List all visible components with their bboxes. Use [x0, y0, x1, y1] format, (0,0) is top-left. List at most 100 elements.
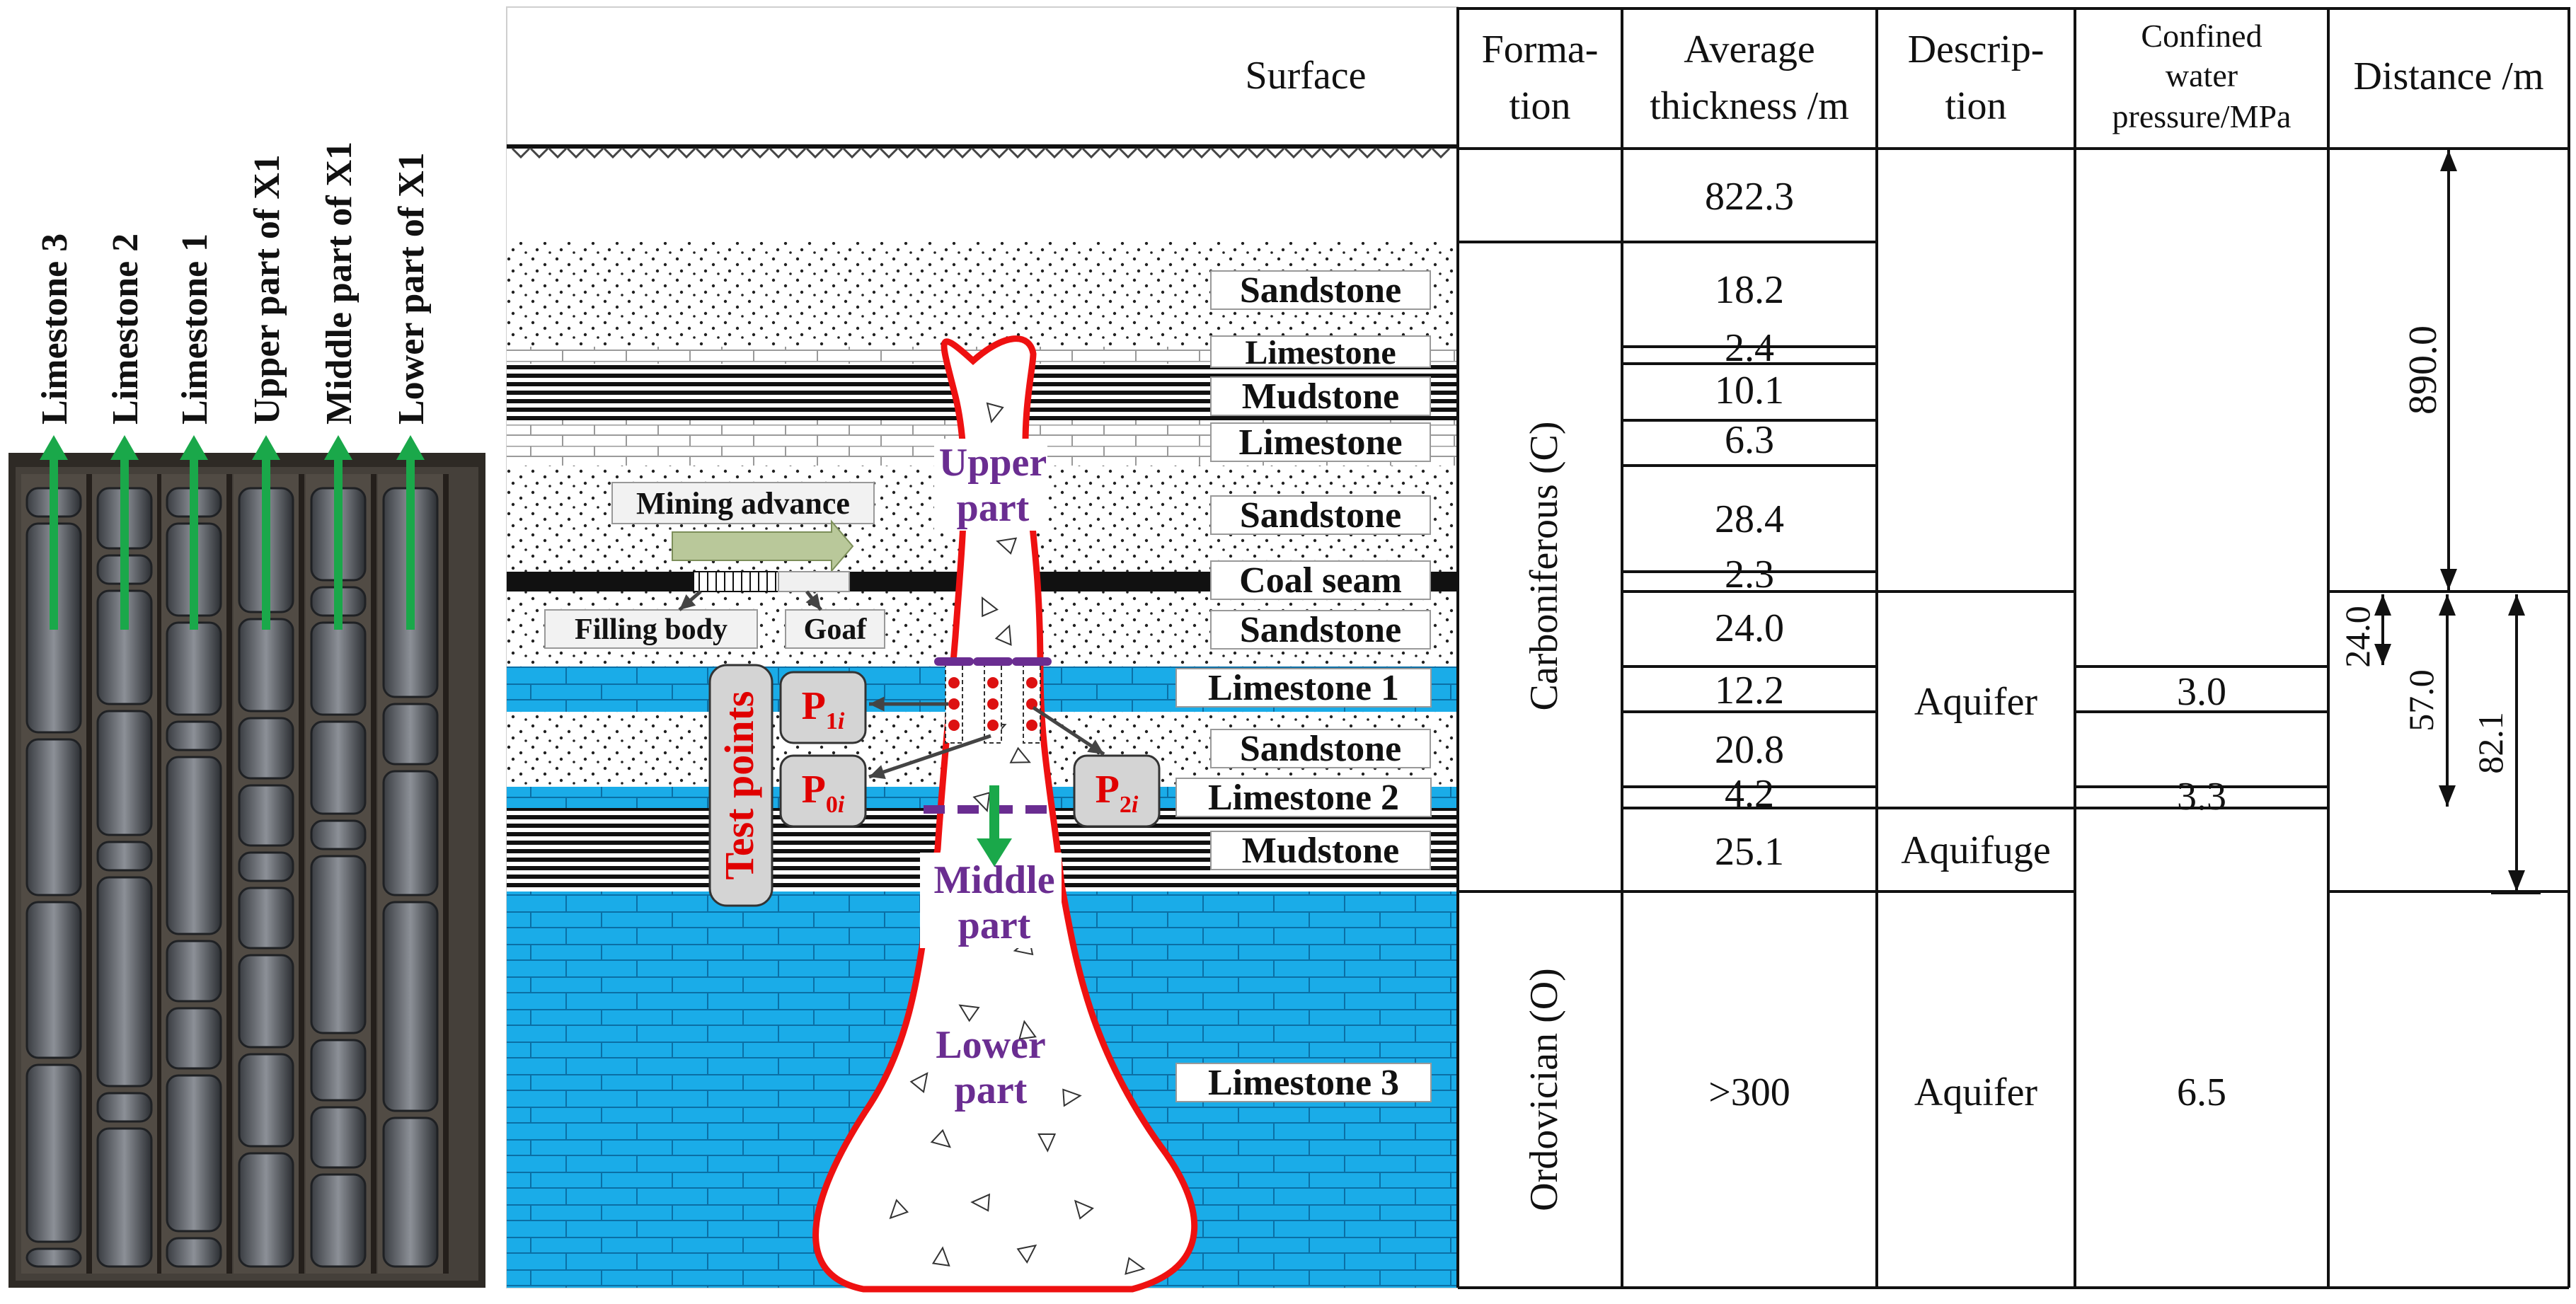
arrow-goaf-head — [805, 593, 821, 610]
filling-body — [693, 571, 779, 592]
stratum-label: Coal seam — [1239, 560, 1402, 601]
core-piece — [25, 1247, 82, 1268]
core-piece — [25, 1063, 82, 1243]
lower-part-label: part — [955, 1068, 1028, 1112]
stratum-label: Mudstone — [1242, 376, 1399, 417]
point-box — [779, 754, 867, 828]
stratum-label: Sandstone — [1240, 610, 1401, 650]
rubble-fragment — [889, 1199, 909, 1220]
arrow-to-p2-head — [1087, 739, 1104, 754]
stratum-label: Sandstone — [1240, 495, 1401, 536]
distance-890-head-top — [2440, 150, 2457, 171]
distance-82-head-bottom — [2508, 870, 2525, 892]
pressure-value: 3.0 — [2177, 670, 2226, 714]
core-piece — [310, 621, 367, 716]
thickness-value: 2.4 — [1725, 326, 1774, 370]
rubble-fragment — [958, 1004, 980, 1022]
stratum-label-box — [1210, 495, 1431, 535]
geological-section: Surface SandstoneLimestoneMudstoneLimest… — [506, 6, 1459, 1293]
stratum-label-box — [1210, 560, 1431, 600]
distance-value: 890.0 — [2401, 325, 2445, 415]
rubble-fragment — [994, 624, 1012, 646]
core-piece — [382, 770, 439, 896]
surface-hatch — [511, 147, 1451, 159]
upper-part-label: Upper — [939, 441, 1047, 485]
lower-part-label: Lower — [936, 1023, 1046, 1067]
stratum-label-box — [1210, 610, 1431, 650]
stratum-label-box — [1210, 270, 1431, 310]
core-piece — [238, 717, 294, 780]
core-piece — [238, 784, 294, 847]
core-label: Lower part of X1 — [391, 152, 432, 425]
thickness-value: 18.2 — [1715, 268, 1784, 312]
rubble-fragment — [1016, 1244, 1037, 1264]
core-piece — [310, 1106, 367, 1169]
stratum-label: Limestone — [1238, 422, 1402, 463]
pressure-value: 3.3 — [2177, 775, 2226, 819]
core-piece — [96, 876, 153, 1087]
test-points-box — [708, 664, 774, 907]
middle-part-label: part — [958, 904, 1031, 947]
core-piece — [238, 1152, 294, 1268]
rubble-fragment — [1062, 1088, 1082, 1107]
description-value: Aquifuge — [1901, 829, 2051, 872]
rubble-fragment — [986, 402, 1004, 424]
core-arrow-head — [252, 435, 280, 460]
stratum-label-box — [1210, 831, 1431, 870]
stratum-label-box — [1210, 376, 1431, 416]
stratum-label: Limestone — [1245, 334, 1396, 371]
distance-24-head-bottom — [2374, 644, 2391, 665]
stratum-label: Limestone 1 — [1208, 668, 1399, 708]
core-piece — [25, 738, 82, 896]
test-point-dot — [1026, 720, 1037, 731]
stratum-label-box — [1175, 778, 1432, 817]
description-value: Aquifer — [1914, 1071, 2038, 1114]
core-arrow-head — [324, 435, 352, 460]
point-box — [1073, 754, 1161, 828]
mining-advance-arrow — [672, 519, 854, 573]
distance-value: 24.0 — [2338, 606, 2377, 668]
thickness-value: 20.8 — [1715, 728, 1784, 772]
core-divider — [157, 474, 163, 1274]
filling-body-box — [544, 609, 758, 649]
arrow-to-p0 — [868, 734, 991, 779]
rubble-fragment — [970, 1193, 991, 1212]
test-point-dot — [948, 698, 960, 710]
header-pressure: Confined — [2141, 18, 2262, 54]
test-point-dot — [987, 677, 999, 688]
arrow-to-p0-head — [869, 765, 886, 779]
thickness-value: 822.3 — [1705, 175, 1794, 219]
stratum-label-box — [1175, 668, 1432, 708]
stratum-label-box — [1210, 335, 1431, 368]
upper-part-label: part — [957, 486, 1030, 530]
test-point-dot — [1026, 677, 1037, 688]
thickness-value: 4.2 — [1725, 772, 1774, 816]
upper-part-bg — [934, 439, 1047, 531]
core-piece — [166, 1074, 222, 1233]
core-divider — [299, 474, 304, 1274]
core-piece — [238, 887, 294, 950]
table-body — [1458, 149, 2569, 1288]
thickness-value: 6.3 — [1725, 418, 1774, 462]
core-piece — [310, 819, 367, 850]
rubble-fragment — [930, 1129, 951, 1148]
rubble-fragment — [972, 792, 991, 812]
core-arrow-head — [180, 435, 208, 460]
goaf-area — [778, 571, 850, 592]
stratum-label: Sandstone — [1240, 270, 1401, 311]
header-description: tion — [1945, 84, 2006, 128]
description-value: Aquifer — [1914, 680, 2038, 724]
core-piece — [166, 720, 222, 751]
formation-carboniferous: Carboniferous (C) — [1522, 421, 1566, 710]
core-label: Upper part of X1 — [247, 154, 287, 425]
test-point-dot — [987, 698, 999, 710]
stratum-label-box — [1210, 422, 1431, 462]
core-piece — [96, 710, 153, 836]
header-formation: tion — [1509, 84, 1570, 128]
core-piece — [238, 618, 294, 712]
point-box — [779, 671, 867, 744]
distance-value: 57.0 — [2401, 669, 2441, 732]
